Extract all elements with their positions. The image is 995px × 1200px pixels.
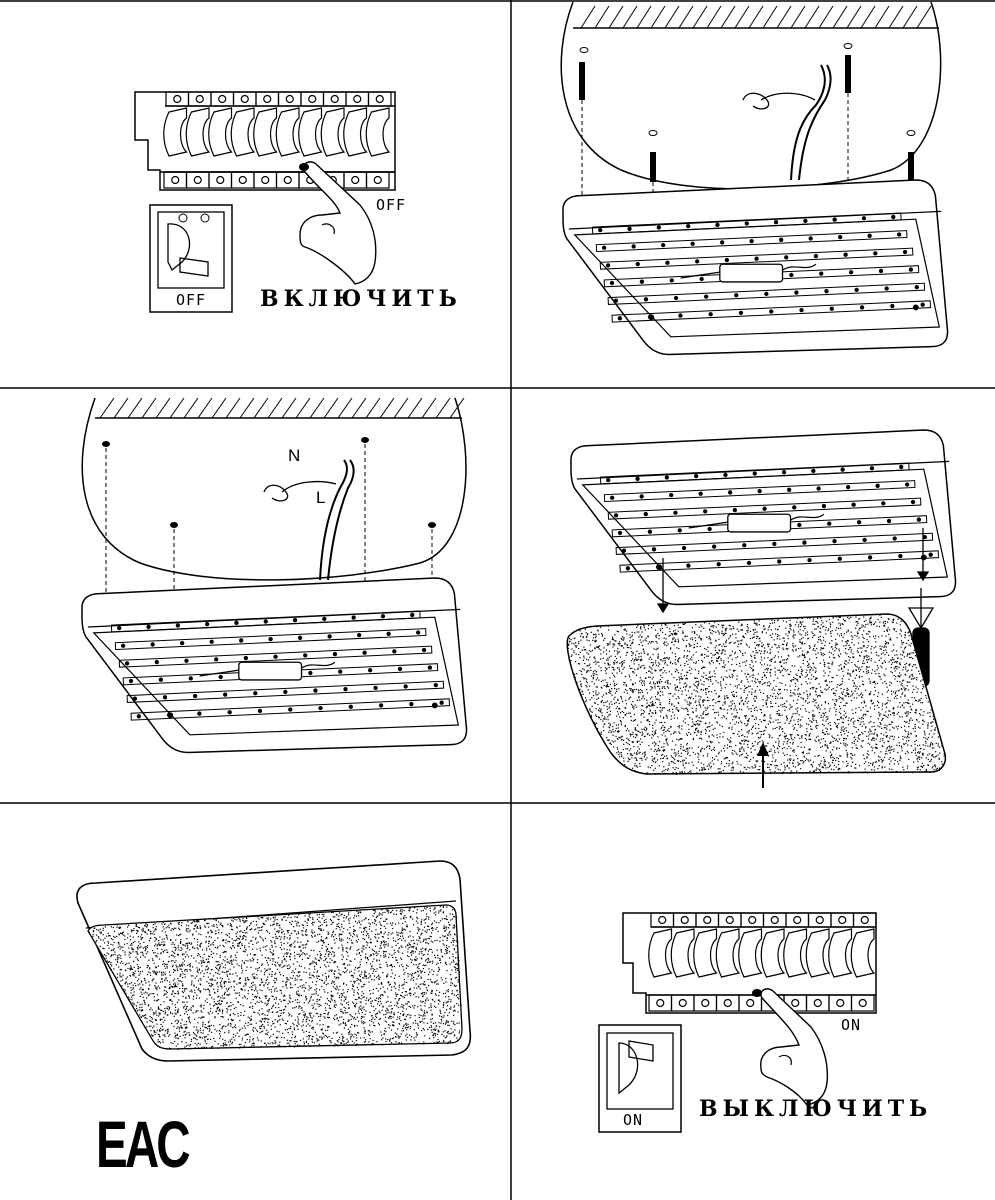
step-6-caption: ВЫКЛЮЧИТЬ (699, 1096, 933, 1122)
wire-n-label: N (288, 446, 301, 465)
step-2-panel (511, 0, 995, 388)
breaker-illustration (134, 91, 396, 313)
breaker-state-label: ON (841, 1016, 862, 1034)
switch-state-label: ON (623, 1111, 644, 1129)
breaker-on-illustration (598, 912, 877, 1133)
wiring-illustration (81, 397, 468, 754)
eac-certification-mark: EAC (96, 1107, 191, 1181)
finished-lamp-illustration (76, 860, 472, 1062)
switch-state-label: OFF (176, 291, 207, 309)
step-5-panel: EAC (0, 803, 511, 1200)
breaker-state-label: OFF (376, 196, 407, 214)
diffuser-illustration (566, 429, 957, 788)
step-1-panel: OFF OFF ВКЛЮЧИТЬ (0, 0, 511, 388)
step-6-panel: ON ON ВЫКЛЮЧИТЬ (511, 803, 995, 1200)
ceiling-anchor-illustration (560, 1, 949, 356)
step-4-panel (511, 388, 995, 803)
wire-l-label: L (316, 488, 326, 507)
step-3-panel: N L (0, 388, 511, 803)
step-1-caption: ВКЛЮЧИТЬ (260, 286, 462, 312)
